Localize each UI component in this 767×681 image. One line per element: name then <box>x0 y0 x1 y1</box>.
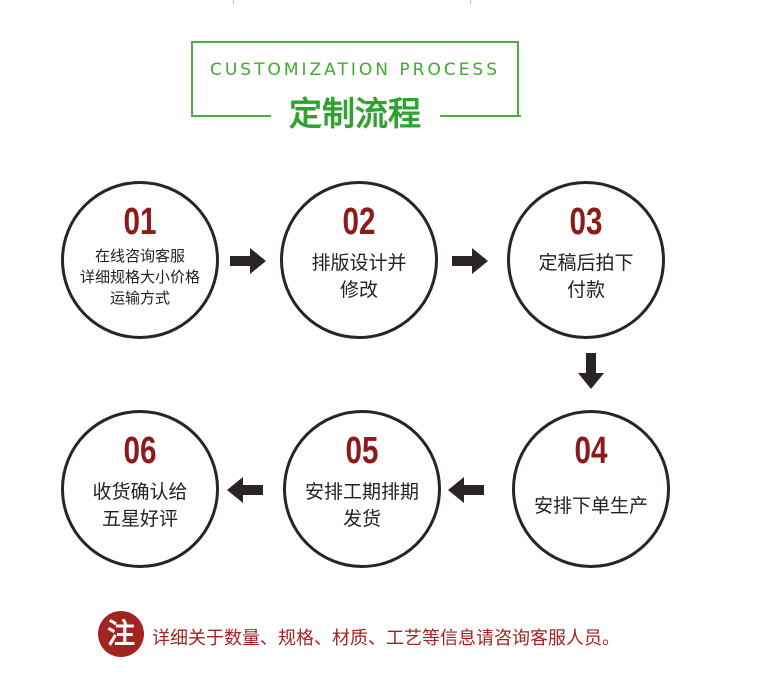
note-badge: 注 <box>98 611 144 657</box>
step-number: 05 <box>345 430 379 472</box>
step-text: 在线咨询客服 详细规格大小价格 运输方式 <box>70 246 210 309</box>
step-line: 安排工期排期 <box>304 481 419 503</box>
arrow-right-icon <box>230 248 266 274</box>
step-line: 修改 <box>339 279 378 301</box>
step-text: 排版设计并 修改 <box>289 250 429 304</box>
step-02-circle: 02 排版设计并 修改 <box>280 181 438 339</box>
title-chinese: 定制流程 <box>272 92 438 136</box>
step-number: 02 <box>342 201 376 243</box>
note-text: 详细关于数量、规格、材质、工艺等信息请咨询客服人员。 <box>152 628 620 649</box>
top-tick-right <box>470 0 471 4</box>
step-number: 01 <box>123 201 157 243</box>
step-line: 详细规格大小价格 <box>79 268 200 286</box>
step-04-circle: 04 安排下单生产 <box>512 410 670 568</box>
step-line: 定稿后拍下 <box>538 252 634 274</box>
step-line: 排版设计并 <box>311 252 407 274</box>
arrow-left-icon <box>448 477 484 503</box>
step-text: 定稿后拍下 付款 <box>516 250 656 304</box>
title-line-right <box>440 115 521 117</box>
step-line: 在线咨询客服 <box>94 247 185 265</box>
step-line: 收货确认给 <box>92 481 188 503</box>
step-06-circle: 06 收货确认给 五星好评 <box>61 410 219 568</box>
step-line: 安排下单生产 <box>533 495 648 517</box>
step-line: 付款 <box>566 279 605 301</box>
top-tick-left <box>233 0 234 4</box>
step-text: 安排下单生产 <box>521 493 661 520</box>
step-03-circle: 03 定稿后拍下 付款 <box>507 181 665 339</box>
step-05-circle: 05 安排工期排期 发货 <box>283 410 441 568</box>
title-frame <box>191 41 519 115</box>
step-line: 五星好评 <box>101 508 178 530</box>
step-01-circle: 01 在线咨询客服 详细规格大小价格 运输方式 <box>61 181 219 339</box>
arrow-down-icon <box>578 353 604 389</box>
title-english: CUSTOMIZATION PROCESS <box>209 60 501 80</box>
title-line-left <box>191 115 271 117</box>
step-number: 04 <box>574 430 608 472</box>
step-text: 收货确认给 五星好评 <box>70 479 210 533</box>
arrow-right-icon <box>452 248 488 274</box>
step-line: 发货 <box>342 508 381 530</box>
arrow-left-icon <box>227 477 263 503</box>
step-text: 安排工期排期 发货 <box>292 479 432 533</box>
step-number: 03 <box>569 201 603 243</box>
step-line: 运输方式 <box>109 289 170 307</box>
step-number: 06 <box>123 430 157 472</box>
